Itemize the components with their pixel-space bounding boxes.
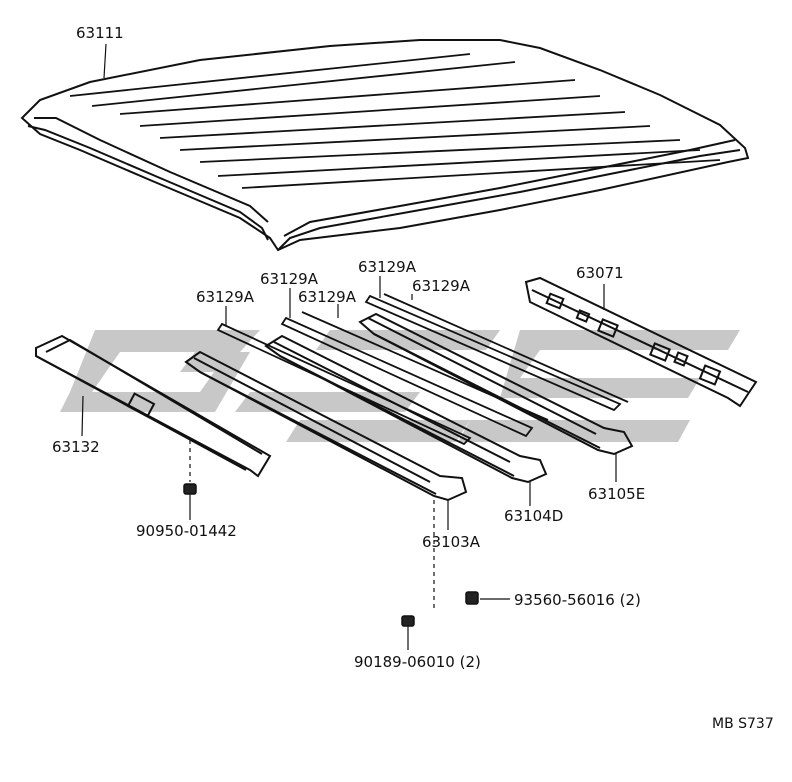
label-pad-d: 63129A [358, 258, 417, 276]
label-pad-e: 63129A [412, 277, 471, 295]
pad-strips [216, 293, 629, 446]
roof-panel [20, 39, 750, 252]
front-nut-icon [183, 483, 197, 495]
label-roof-bow-front: 63103A [422, 533, 481, 551]
label-front-nut: 90950-01442 [136, 522, 237, 540]
drawing-code: MB S737 [712, 716, 774, 732]
label-roof-bow-middle: 63104D [504, 507, 563, 525]
bolt-icon [401, 615, 415, 627]
label-clip-nut: 93560-56016 (2) [514, 591, 641, 609]
label-pad-b: 63129A [260, 270, 319, 288]
front-header [35, 334, 272, 478]
roof-bow-rear [358, 312, 634, 456]
roof-bow-front [184, 350, 468, 502]
clip-nut-icon [465, 591, 479, 605]
label-roof-bow-rear: 63105E [588, 485, 645, 503]
label-pad-a: 63129A [196, 288, 255, 306]
label-pad-c: 63129A [298, 288, 357, 306]
roof-ribs [69, 53, 721, 189]
label-bolt: 90189-06010 (2) [354, 653, 481, 671]
label-front-header: 63132 [52, 438, 100, 456]
pad-leaders [225, 276, 413, 326]
label-roof-panel: 63111 [76, 24, 124, 42]
label-rear-rail: 63071 [576, 264, 624, 282]
rear-rail [524, 276, 758, 408]
